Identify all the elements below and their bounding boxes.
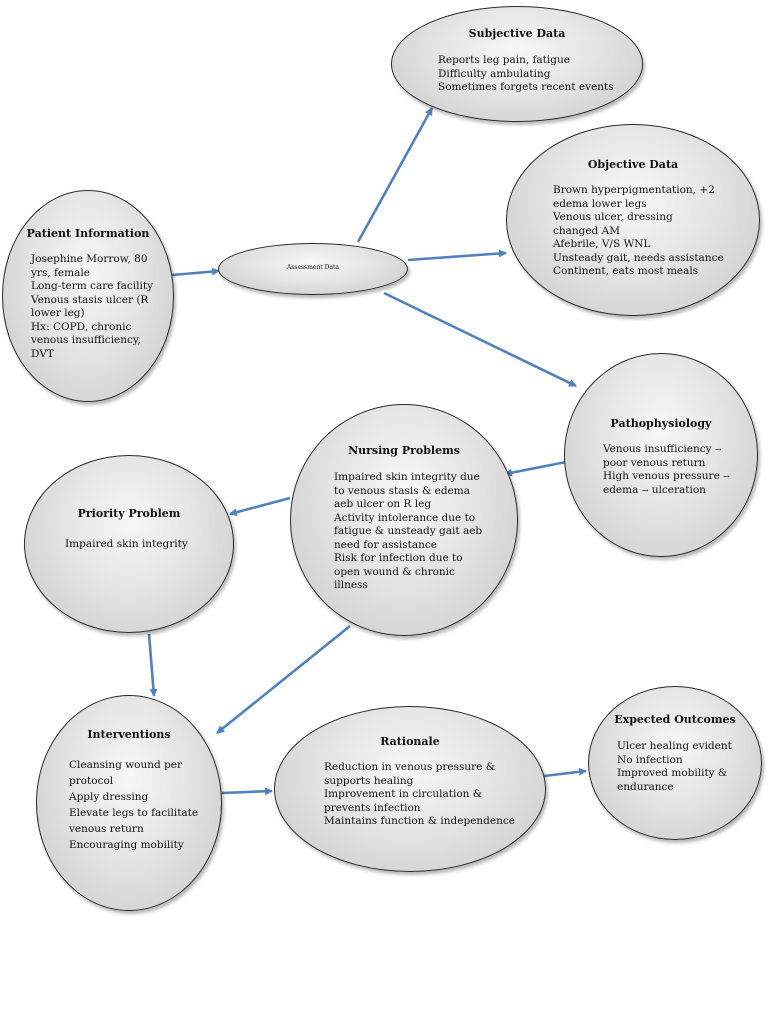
arrow-rationale-to-outcomes xyxy=(543,767,587,778)
patient-information-node: Patient Information Josephine Morrow, 80… xyxy=(2,190,174,402)
arrow-pathophysiology-to-nursing xyxy=(504,460,567,477)
priority-problem-list: Impaired skin integrity xyxy=(65,538,225,552)
list-item: Long-term care facility xyxy=(31,280,154,292)
arrow-interventions-to-rationale xyxy=(221,787,273,796)
patho-line-text: edema xyxy=(603,483,639,496)
list-item: Maintains function & independence xyxy=(324,815,515,827)
list-item: Hx: COPD, chronic venous insufficiency, … xyxy=(31,320,141,360)
list-item: Difficulty ambulating xyxy=(438,67,551,80)
interventions-node: Interventions Cleansing wound per protoc… xyxy=(36,695,222,911)
expected-outcomes-title: Expected Outcomes xyxy=(614,713,736,726)
list-item: Reports leg pain, fatigue xyxy=(438,54,570,66)
assessment-data-node: Assessment Data xyxy=(218,243,408,295)
right-arrow-icon: → xyxy=(723,472,730,481)
list-item: Unsteady gait, needs assistance xyxy=(553,251,724,264)
expected-outcomes-node: Expected Outcomes Ulcer healing evident … xyxy=(588,686,762,840)
arrow-assessment-to-pathophysiology xyxy=(383,291,577,388)
subjective-data-title: Subjective Data xyxy=(468,27,566,40)
subjective-data-node: Subjective Data Reports leg pain, fatigu… xyxy=(391,6,643,122)
patient-information-list: Josephine Morrow, 80 yrs, female Long-te… xyxy=(31,253,154,361)
list-item: Josephine Morrow, 80 yrs, female xyxy=(31,253,148,279)
patho-line-text: poor venous return xyxy=(603,456,706,469)
pathophysiology-node: Pathophysiology Venous insufficiency → p… xyxy=(564,353,758,557)
patho-line-text: Venous insufficiency xyxy=(603,443,712,455)
objective-data-node: Objective Data Brown hyperpigmentation, … xyxy=(506,124,760,316)
rationale-node: Rationale Reduction in venous pressure &… xyxy=(274,706,546,872)
interventions-list: Cleansing wound per protocol Apply dress… xyxy=(69,757,199,853)
list-item: poor venous return xyxy=(603,457,753,471)
pathophysiology-title: Pathophysiology xyxy=(610,417,712,430)
list-item: Improvement in circulation & prevents in… xyxy=(324,788,483,814)
list-item: Ulcer healing evident xyxy=(617,740,732,752)
arrow-patient-to-assessment xyxy=(171,267,220,277)
list-item: edema → ulceration xyxy=(603,484,753,498)
patient-information-title: Patient Information xyxy=(26,227,150,240)
right-arrow-icon: → xyxy=(641,485,649,495)
patho-line-text: ulceration xyxy=(651,483,706,496)
list-item: Venous insufficiency → xyxy=(603,443,753,457)
list-item: Brown hyperpigmentation, +2 edema lower … xyxy=(553,184,715,210)
arrow-nursing-to-priority xyxy=(229,496,291,517)
list-item: Afebrile, V/S WNL xyxy=(553,238,651,250)
rationale-title: Rationale xyxy=(380,735,440,748)
list-item: Venous ulcer, dressing changed AM xyxy=(553,211,673,237)
list-item: Sometimes forgets recent events xyxy=(438,81,614,93)
nursing-problems-list: Impaired skin integrity due to venous st… xyxy=(334,471,486,593)
list-item: Venous stasis ulcer (R lower leg) xyxy=(31,293,149,320)
list-item: No infection xyxy=(617,753,683,766)
list-item: Activity intolerance due to fatigue & un… xyxy=(334,511,483,551)
nursing-problems-node: Nursing Problems Impaired skin integrity… xyxy=(290,404,518,636)
priority-problem-node: Priority Problem Impaired skin integrity xyxy=(24,455,234,633)
list-item: Apply dressing xyxy=(69,791,149,803)
list-item: Reduction in venous pressure & supports … xyxy=(324,761,496,787)
nursing-problems-title: Nursing Problems xyxy=(348,444,460,457)
patho-line-text: High venous pressure xyxy=(603,470,720,482)
arrow-assessment-to-objective xyxy=(407,249,507,262)
objective-data-title: Objective Data xyxy=(587,158,679,171)
list-item: Impaired skin integrity xyxy=(65,538,188,550)
expected-outcomes-list: Ulcer healing evident No infection Impro… xyxy=(617,740,749,794)
list-item: Continent, eats most meals xyxy=(553,265,699,277)
interventions-title: Interventions xyxy=(87,728,171,741)
arrow-priority-to-interventions xyxy=(147,633,158,697)
pathophysiology-list: Venous insufficiency → poor venous retur… xyxy=(603,443,753,497)
list-item: Encouraging mobility xyxy=(69,839,184,851)
objective-data-list: Brown hyperpigmentation, +2 edema lower … xyxy=(553,184,724,279)
arrow-nursing-to-interventions xyxy=(216,624,351,735)
rationale-list: Reduction in venous pressure & supports … xyxy=(324,761,515,829)
list-item: Impaired skin integrity due to venous st… xyxy=(334,471,480,510)
list-item: Risk for infection due to open wound & c… xyxy=(334,552,463,591)
list-item: Improved mobility & endurance xyxy=(617,767,728,793)
assessment-data-title: Assessment Data xyxy=(287,264,339,271)
priority-problem-title: Priority Problem xyxy=(77,507,181,520)
right-arrow-icon: → xyxy=(714,445,722,454)
subjective-data-list: Reports leg pain, fatigue Difficulty amb… xyxy=(438,54,633,95)
list-item: High venous pressure → xyxy=(603,470,753,484)
list-item: Elevate legs to facilitate venous return xyxy=(69,807,199,835)
arrow-assessment-to-subjective xyxy=(356,107,434,243)
list-item: Cleansing wound per protocol xyxy=(69,759,183,787)
